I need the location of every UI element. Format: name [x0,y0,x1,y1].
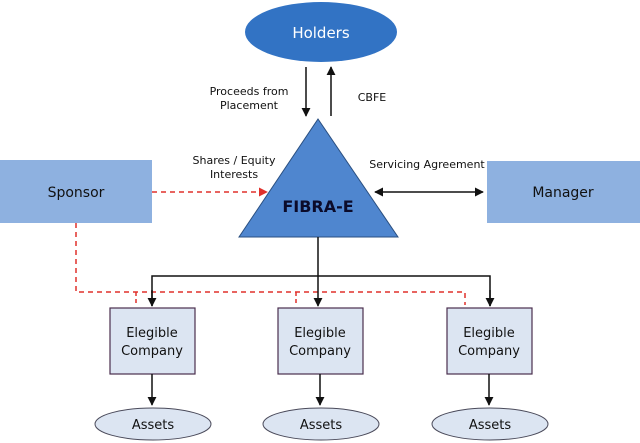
assets-3-label: Assets [469,418,512,433]
company-node-1: Elegible Company [109,307,196,375]
assets-node-3: Assets [431,407,549,441]
fibra-distribution-line [151,275,491,306]
company-2-line2: Company [289,344,351,359]
proceeds-label-line2: Placement [220,99,279,112]
fibra-e-node: FIBRA-E [238,118,399,238]
fibra-e-label: FIBRA-E [282,197,353,216]
company-1-line1: Elegible [126,326,178,341]
assets-2-label: Assets [300,418,343,433]
holders-node: Holders [245,2,397,62]
company-3-line1: Elegible [463,326,515,341]
company-2-line1: Elegible [294,326,346,341]
assets-node-1: Assets [94,407,212,441]
assets-1-label: Assets [132,418,175,433]
sponsor-node: Sponsor [0,160,152,223]
company-node-2: Elegible Company [277,307,364,375]
sponsor-company-dashed-link [75,223,466,305]
shares-label-line2: Interests [210,168,258,181]
shares-label-line1: Shares / Equity [193,154,276,167]
manager-node: Manager [487,161,640,223]
holders-label: Holders [292,24,350,42]
servicing-label: Servicing Agreement [369,158,485,171]
proceeds-label-line1: Proceeds from [210,85,289,98]
manager-label: Manager [532,185,594,201]
company-1-line2: Company [121,344,183,359]
company-node-3: Elegible Company [446,307,533,375]
sponsor-label: Sponsor [48,185,105,201]
company-3-line2: Company [458,344,520,359]
cbfe-label: CBFE [358,91,387,104]
assets-node-2: Assets [262,407,380,441]
